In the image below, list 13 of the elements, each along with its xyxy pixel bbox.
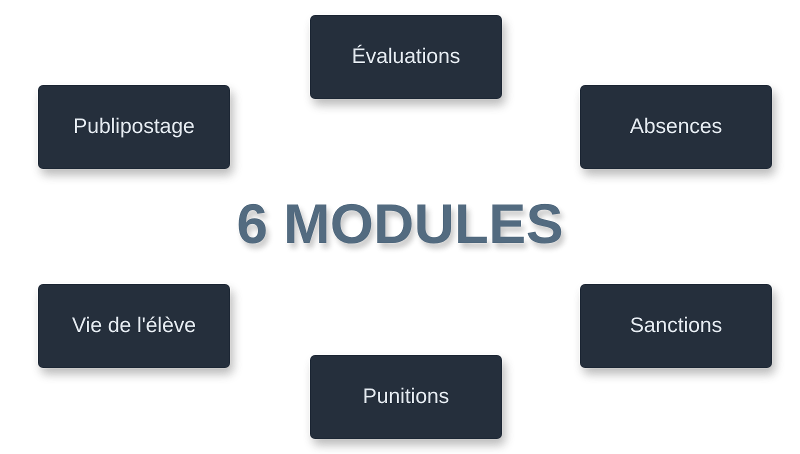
module-label: Sanctions xyxy=(630,314,722,338)
module-label: Absences xyxy=(630,115,722,139)
module-box xyxy=(38,284,230,368)
module-box xyxy=(580,85,772,169)
module-box xyxy=(580,284,772,368)
module-box xyxy=(310,355,502,439)
module-label: Publipostage xyxy=(73,115,195,139)
module-label: Évaluations xyxy=(352,45,460,69)
module-label: Vie de l'élève xyxy=(72,314,196,338)
module-label: Punitions xyxy=(362,385,450,409)
title: 6 MODULES xyxy=(236,196,564,252)
module-box xyxy=(310,15,502,99)
module-box xyxy=(38,85,230,169)
